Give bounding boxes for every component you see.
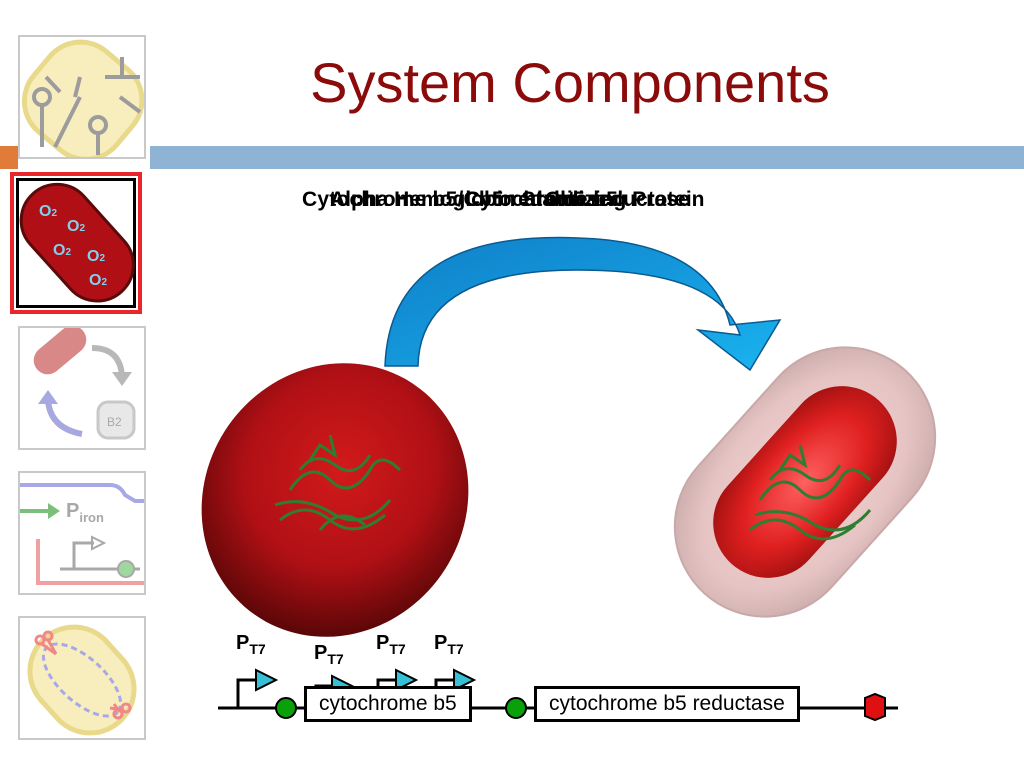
promoter-label-2: PT7: [314, 642, 344, 667]
promoter-label-1: PT7: [236, 632, 266, 657]
gene-cytochrome-b5: cytochrome b5: [304, 686, 472, 722]
thumb-b2-cycle[interactable]: B2: [18, 326, 146, 450]
svg-text:O2: O2: [39, 203, 57, 220]
svg-text:O2: O2: [87, 248, 105, 265]
title-band-accent: [0, 146, 18, 169]
svg-text:O2: O2: [67, 218, 85, 235]
rbs-2: [505, 697, 527, 719]
thumb-iron-promoter[interactable]: Piron: [18, 471, 146, 595]
label-cytochrome-b5-reductase: Cytochrome b5/Cb5 reductase: [302, 188, 611, 211]
thumb-pathway[interactable]: [18, 35, 146, 159]
terminator: [864, 692, 886, 722]
promoter-glyph-1: [236, 668, 279, 708]
protein-structure-1: [274, 434, 402, 531]
label-cytochrome-b5: Cytochrome b5: [465, 188, 618, 211]
red-blood-cell: [201, 363, 469, 637]
transfer-arrow: [384, 236, 782, 372]
scene-graphic: [201, 236, 937, 637]
thumb-scissors-cell[interactable]: [18, 616, 146, 740]
b2-label: B2: [107, 415, 122, 429]
rbs-1: [275, 697, 297, 719]
label-cb5-reductase: Cb5 reductase: [545, 188, 690, 211]
promoter-label-3: PT7: [376, 632, 406, 657]
promoter-label-4: PT7: [434, 632, 464, 657]
svg-text:Piron: Piron: [66, 500, 104, 525]
svg-text:O2: O2: [89, 272, 107, 289]
thumb-oxygen-cell[interactable]: O2 O2 O2 O2 O2: [10, 172, 142, 314]
slide-title: System Components: [310, 51, 830, 114]
svg-text:O2: O2: [53, 242, 71, 259]
bacterium: [673, 346, 937, 618]
title-band: [150, 146, 1024, 169]
label-ahsp: Alpha Hemoglobin Stabilizing Protein: [330, 188, 705, 211]
protein-structure-2: [749, 444, 872, 541]
gene-cytochrome-b5-reductase: cytochrome b5 reductase: [534, 686, 800, 722]
